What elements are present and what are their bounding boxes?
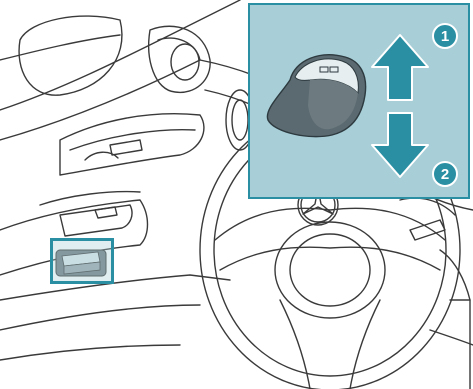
detail-inset: 1 2 bbox=[248, 3, 470, 199]
window-switch-closeup bbox=[267, 55, 365, 137]
callout-2: 2 bbox=[432, 161, 458, 187]
door-upper-panel bbox=[0, 35, 120, 60]
up-arrow-icon bbox=[372, 35, 428, 100]
callout-1: 1 bbox=[432, 23, 458, 49]
door-handle bbox=[60, 114, 204, 175]
steering-wheel-hub bbox=[275, 222, 385, 318]
a-pillar bbox=[0, 0, 240, 110]
window-switch-highlight bbox=[50, 238, 114, 284]
down-arrow-icon bbox=[372, 113, 428, 177]
mirror-housing bbox=[149, 26, 210, 92]
